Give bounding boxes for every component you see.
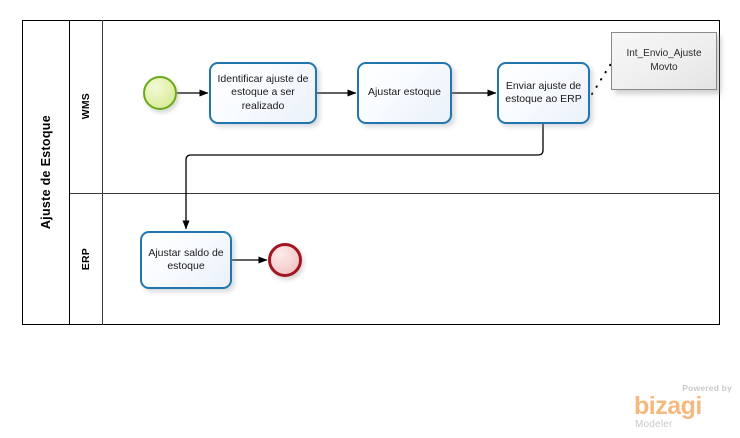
flow-enviar-ajuste-to-ajustar-saldo: [182, 124, 544, 230]
lane-label-erp[interactable]: ERP: [70, 193, 103, 325]
start-event[interactable]: [143, 76, 177, 110]
annotation-label: Int_Envio_Ajuste Movto: [626, 48, 702, 73]
end-event[interactable]: [268, 243, 302, 277]
bizagi-logo: Powered by bizagi Modeler: [634, 383, 734, 433]
task-ajustar-estoque[interactable]: Ajustar estoque: [357, 62, 452, 124]
task-ajustar-estoque-label: Ajustar estoque: [368, 86, 441, 99]
lane-label-wms[interactable]: WMS: [70, 20, 103, 193]
annotation-int-envio-ajuste[interactable]: Int_Envio_Ajuste Movto: [611, 32, 717, 90]
bizagi-powered-by-text: Powered by: [682, 383, 732, 393]
task-identificar-label: Identificar ajuste de estoque a ser real…: [217, 72, 309, 112]
task-ajustar-saldo-de-estoque[interactable]: Ajustar saldo de estoque: [140, 231, 232, 289]
bizagi-wordmark: bizagi: [634, 392, 702, 420]
bizagi-edition-text: Modeler: [635, 419, 673, 430]
pool-label[interactable]: Ajuste de Estoque: [22, 20, 70, 325]
task-identificar-ajuste[interactable]: Identificar ajuste de estoque a ser real…: [209, 62, 317, 124]
task-enviar-ajuste-label: Enviar ajuste de estoque ao ERP: [505, 79, 582, 106]
task-enviar-ajuste-ao-erp[interactable]: Enviar ajuste de estoque ao ERP: [497, 62, 590, 124]
association-enviar-ajuste-to-annotation: [591, 61, 613, 95]
task-ajustar-saldo-label: Ajustar saldo de estoque: [148, 246, 224, 273]
lane-divider: [70, 193, 720, 194]
